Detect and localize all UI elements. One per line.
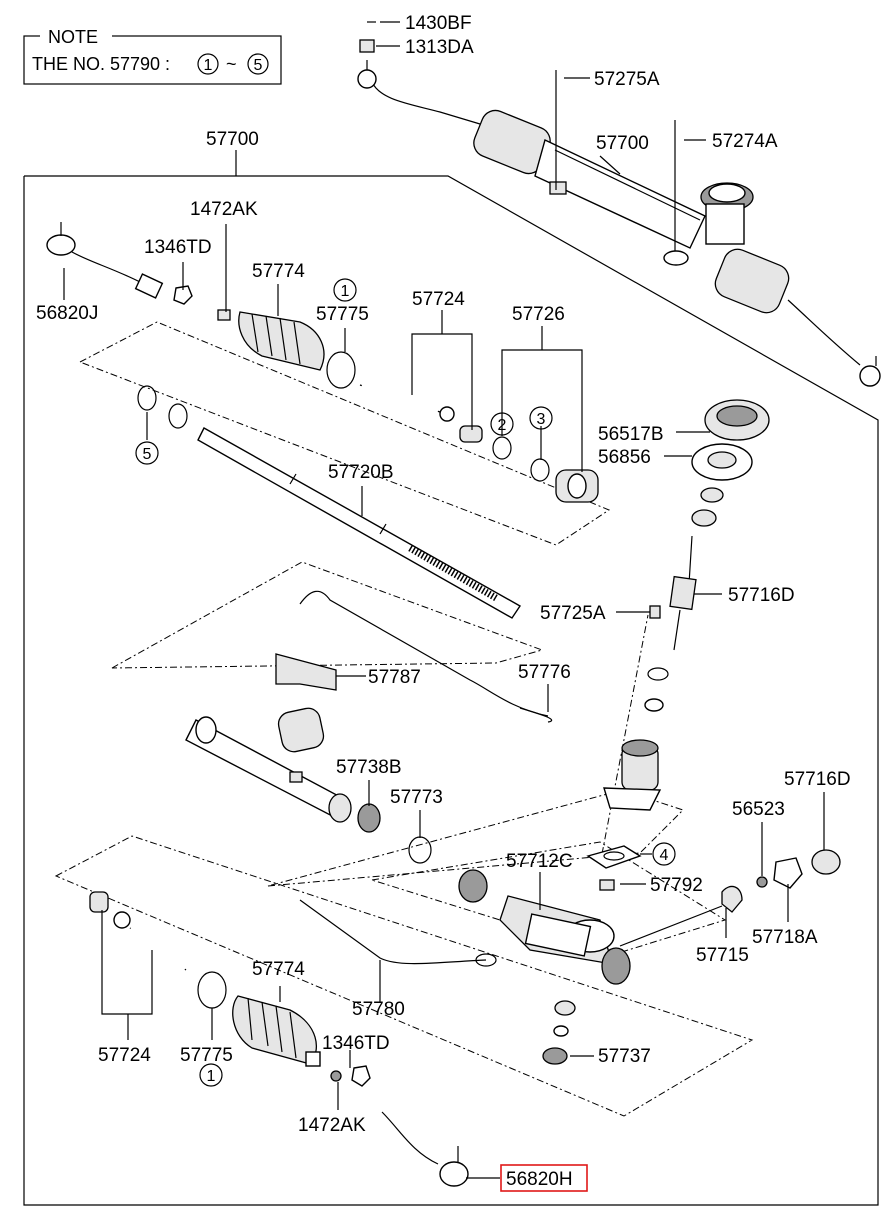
label-57726[interactable]: 57726 xyxy=(512,304,565,325)
label-57776[interactable]: 57776 xyxy=(518,662,571,683)
label-57725A[interactable]: 57725A xyxy=(540,603,606,624)
label-57724-bottom[interactable]: 57724 xyxy=(98,1045,151,1066)
tie-rod-end-56820J xyxy=(46,222,231,321)
note-title: NOTE xyxy=(48,27,98,47)
label-57716D-top[interactable]: 57716D xyxy=(728,585,795,606)
note-text: THE NO. 57790 : xyxy=(32,54,170,74)
callout-3: 3 xyxy=(537,411,546,428)
tie-rod-end-56820H xyxy=(305,1051,469,1187)
label-57774-top[interactable]: 57774 xyxy=(252,261,305,282)
assembly-outline xyxy=(23,150,879,1206)
label-57724-top[interactable]: 57724 xyxy=(412,289,465,310)
label-56856[interactable]: 56856 xyxy=(598,447,651,468)
label-57716D-right[interactable]: 57716D xyxy=(784,769,851,790)
rings-and-seals xyxy=(137,351,841,1065)
rack-bar xyxy=(197,427,522,619)
highlight-box xyxy=(500,1164,588,1192)
callout-2: 2 xyxy=(498,417,507,434)
label-1472AK-top[interactable]: 1472AK xyxy=(190,199,258,220)
label-57715[interactable]: 57715 xyxy=(696,945,749,966)
leader-lines xyxy=(63,21,825,1179)
rack-bushing xyxy=(555,469,599,503)
label-57712C[interactable]: 57712C xyxy=(506,851,573,872)
pinion-assembly xyxy=(649,399,770,651)
label-57775-bottom[interactable]: 57775 xyxy=(180,1045,233,1066)
hydraulic-pipes xyxy=(299,590,553,967)
callout-circles: 1 2 3 5 4 1 xyxy=(135,278,676,1087)
callout-1-top: 1 xyxy=(341,283,350,300)
callout-5: 5 xyxy=(143,446,152,463)
label-57792[interactable]: 57792 xyxy=(650,875,703,896)
note-range-sep: ~ xyxy=(226,54,237,74)
label-57780[interactable]: 57780 xyxy=(352,999,405,1020)
note-box: NOTE THE NO. 57790 : 1 ~ 5 xyxy=(23,26,282,85)
label-57700-top[interactable]: 57700 xyxy=(596,133,649,154)
callout-4: 4 xyxy=(660,847,669,864)
label-57737[interactable]: 57737 xyxy=(598,1046,651,1067)
label-1472AK-bottom[interactable]: 1472AK xyxy=(298,1115,366,1136)
label-1346TD-bottom[interactable]: 1346TD xyxy=(322,1033,390,1054)
part-labels: 1430BF 1313DA 57275A 57700 57274A 57700 … xyxy=(36,13,851,1192)
inner-tie-rods xyxy=(89,383,483,971)
label-56523[interactable]: 56523 xyxy=(732,799,785,820)
note-range-to: 5 xyxy=(254,57,263,74)
label-1430BF[interactable]: 1430BF xyxy=(405,13,472,34)
label-57775-top[interactable]: 57775 xyxy=(316,304,369,325)
label-57275A[interactable]: 57275A xyxy=(594,69,660,90)
label-57773[interactable]: 57773 xyxy=(390,787,443,808)
label-57718A[interactable]: 57718A xyxy=(752,927,818,948)
bracket-and-cylinder xyxy=(185,653,352,823)
label-56820H-highlighted[interactable]: 56820H xyxy=(506,1169,573,1190)
label-57774-bottom[interactable]: 57774 xyxy=(252,959,305,980)
label-56820J[interactable]: 56820J xyxy=(36,303,98,324)
label-57700-assembly[interactable]: 57700 xyxy=(206,129,259,150)
label-56517B[interactable]: 56517B xyxy=(598,424,664,445)
assembled-gear-housing xyxy=(357,21,881,387)
label-1313DA[interactable]: 1313DA xyxy=(405,37,474,58)
label-1346TD-top[interactable]: 1346TD xyxy=(144,237,212,258)
bellows-boots xyxy=(232,311,325,1065)
label-57738B[interactable]: 57738B xyxy=(336,757,402,778)
label-57274A[interactable]: 57274A xyxy=(712,131,778,152)
note-range-from: 1 xyxy=(204,57,213,74)
valve-housing xyxy=(586,739,662,869)
label-57787[interactable]: 57787 xyxy=(368,667,421,688)
label-57720B[interactable]: 57720B xyxy=(328,462,394,483)
callout-1-bottom: 1 xyxy=(207,1068,216,1085)
gear-housing xyxy=(499,879,743,985)
